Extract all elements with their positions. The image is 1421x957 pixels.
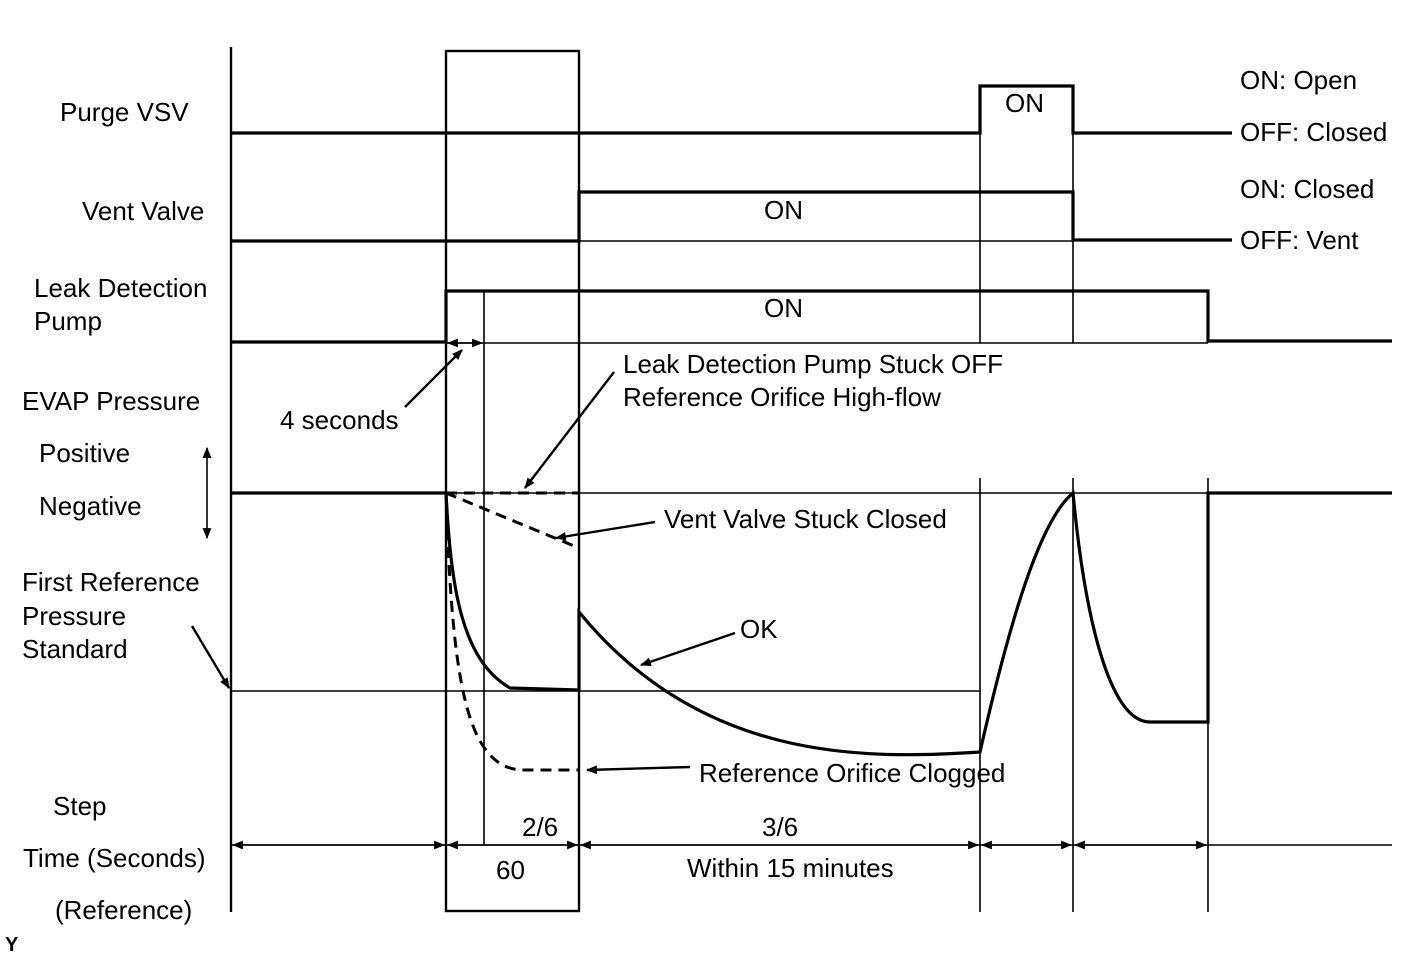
first-ref-label-line3: Standard <box>22 634 128 664</box>
leak-pump-signal: Leak Detection Pump ON <box>34 273 1392 344</box>
stuck-off-label-line1: Leak Detection Pump Stuck OFF <box>623 349 1003 379</box>
step-label: Step <box>53 791 107 821</box>
pump-on-label: ON <box>764 293 803 323</box>
negative-label: Negative <box>39 491 142 521</box>
first-ref-pointer <box>190 625 231 689</box>
purge-on-state-label: ON: Open <box>1240 65 1357 95</box>
purge-vsv-signal: Purge VSV ON ON: Open OFF: Closed <box>60 65 1387 147</box>
evap-pressure-label: EVAP Pressure <box>22 386 200 416</box>
corner-mark: Y <box>5 934 19 956</box>
positive-label: Positive <box>39 438 130 468</box>
time-axis: Step Time (Seconds) (Reference) 2/6 3/6 … <box>23 791 1392 925</box>
time-label: Time (Seconds) <box>23 843 206 873</box>
vent-on-state-label: ON: Closed <box>1240 174 1374 204</box>
step-window-box <box>444 49 581 913</box>
leak-pump-label-line1: Leak Detection <box>34 273 207 303</box>
vent-valve-signal: Vent Valve ON ON: Closed OFF: Vent <box>82 174 1374 255</box>
orifice-clogged-pointer <box>585 765 691 775</box>
purge-off-state-label: OFF: Closed <box>1240 117 1387 147</box>
vent-stuck-pointer <box>554 520 656 541</box>
time-60-label: 60 <box>496 855 525 885</box>
stuck-off-label-line2: Reference Orifice High-flow <box>623 382 941 412</box>
first-ref-label-line1: First Reference <box>22 567 200 597</box>
purge-on-label: ON <box>1005 88 1044 118</box>
first-ref-label-line2: Pressure <box>22 601 126 631</box>
ok-pointer <box>639 631 736 667</box>
vent-valve-waveform <box>231 190 1232 243</box>
step2-label: 2/6 <box>522 812 558 842</box>
time-15min-label: Within 15 minutes <box>687 853 894 883</box>
pressure-ok-waveform <box>444 489 1392 757</box>
pressure-annotations: Leak Detection Pump Stuck OFF Reference … <box>524 349 1005 788</box>
evap-pressure-signal <box>231 489 1392 772</box>
pressure-vent-stuck-dashed <box>445 491 580 550</box>
orifice-clogged-label: Reference Orifice Clogged <box>699 758 1005 788</box>
four-seconds-pointer <box>404 349 463 408</box>
vent-stuck-label: Vent Valve Stuck Closed <box>664 504 947 534</box>
leak-pump-waveform <box>231 289 1392 344</box>
leak-pump-label-line2: Pump <box>34 306 102 336</box>
step3-label: 3/6 <box>762 812 798 842</box>
vent-off-state-label: OFF: Vent <box>1240 225 1359 255</box>
pressure-orifice-clogged-dashed <box>444 492 579 772</box>
ok-label: OK <box>740 614 778 644</box>
purge-vsv-label: Purge VSV <box>60 97 189 127</box>
purge-vsv-waveform <box>231 84 1232 135</box>
stuck-off-pointer <box>524 371 615 489</box>
four-seconds-label: 4 seconds <box>280 405 399 435</box>
evap-pressure-labels: EVAP Pressure Positive Negative First Re… <box>22 386 231 689</box>
four-seconds-annotation: 4 seconds <box>280 338 484 435</box>
reference-label: (Reference) <box>55 895 192 925</box>
vent-on-label: ON <box>764 195 803 225</box>
vent-valve-label: Vent Valve <box>82 196 204 226</box>
